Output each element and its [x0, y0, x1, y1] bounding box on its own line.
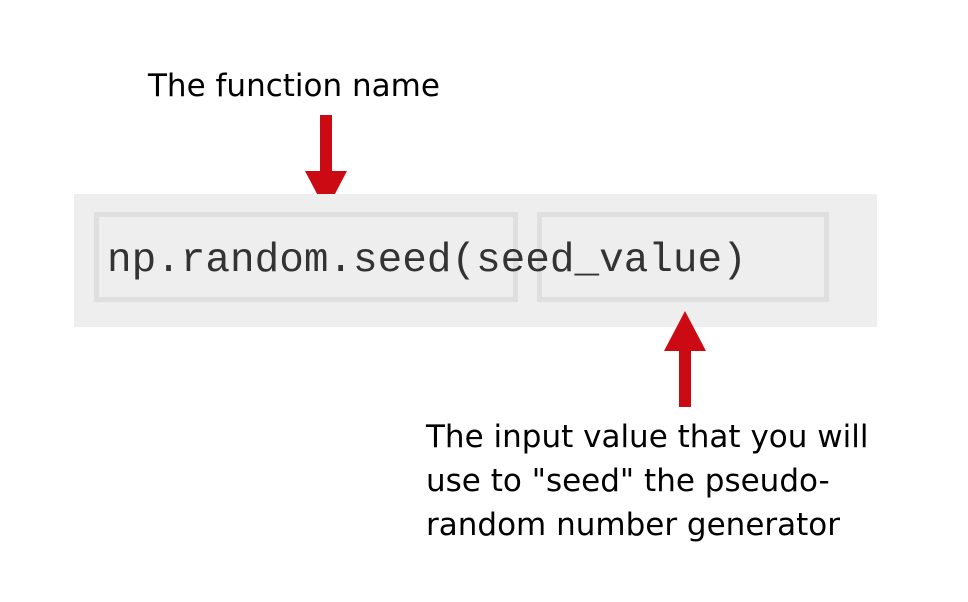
input-value-label-line: use to "seed" the pseudo- — [426, 463, 830, 499]
argument-highlight-box — [537, 212, 829, 302]
open-paren: ( — [451, 238, 477, 284]
input-value-label: The input value that you will use to "se… — [426, 415, 868, 547]
code-line: np.random.seed(seed_value) — [107, 236, 747, 286]
close-paren: ) — [722, 238, 747, 284]
function-name-highlight-box — [94, 212, 518, 302]
input-value-label-line: The input value that you will — [426, 419, 869, 455]
arrow-up-icon — [664, 311, 706, 407]
argument-code: seed_value — [476, 238, 723, 284]
function-name-label: The function name — [148, 68, 440, 104]
input-value-label-line: random number generator — [426, 507, 841, 543]
arrow-down-icon — [305, 115, 347, 211]
function-name-code: np.random.seed — [107, 238, 452, 284]
